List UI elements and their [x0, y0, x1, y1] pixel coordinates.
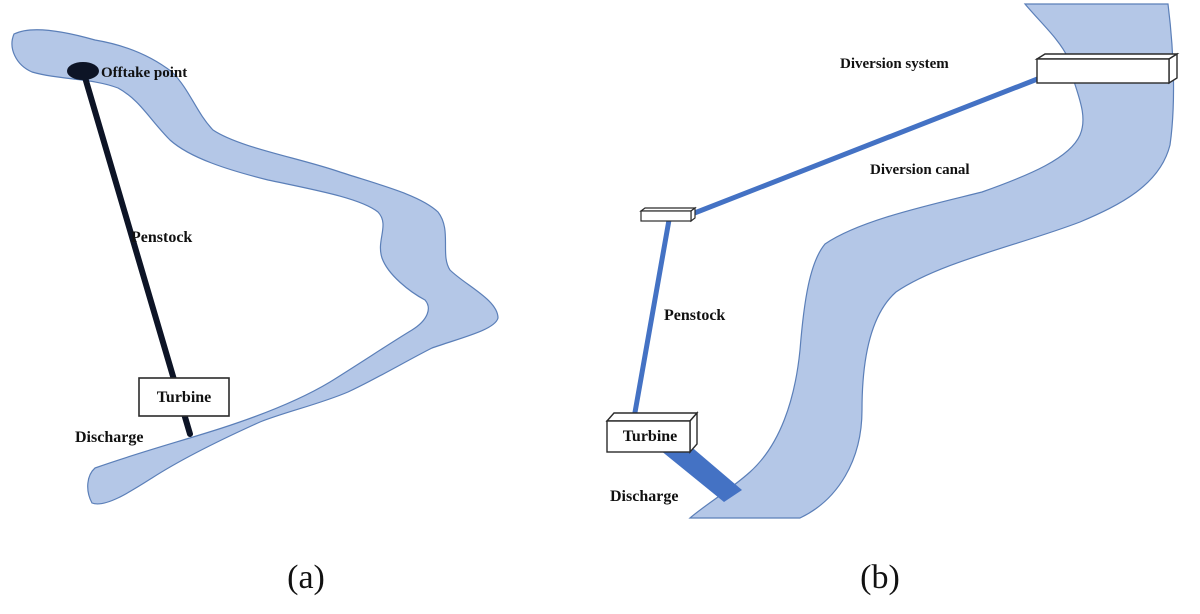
discharge-label-b: Discharge [610, 488, 678, 505]
panel-a: Offtake point Penstock Turbine Discharge… [11, 29, 499, 596]
discharge-channel [660, 444, 742, 502]
penstock-b [631, 217, 672, 421]
diversion-system-label: Diversion system [840, 56, 949, 72]
caption-a: (a) [287, 559, 325, 596]
turbine-box-b [605, 411, 699, 454]
panel-b: Diversion system Diversion canal Penstoc… [605, 3, 1180, 596]
turbine-label-a: Turbine [157, 389, 212, 406]
caption-b: (b) [860, 559, 900, 596]
diversion-system-box [1034, 52, 1180, 85]
forebay-box [639, 206, 697, 223]
penstock-label-a: Penstock [131, 229, 192, 246]
turbine-box-a [138, 377, 230, 417]
offtake-point-label: Offtake point [101, 65, 187, 81]
turbine-label-b: Turbine [623, 428, 678, 445]
diversion-canal [689, 75, 1043, 217]
discharge-label-a: Discharge [75, 429, 143, 446]
river-a [11, 29, 499, 505]
diversion-canal-label: Diversion canal [870, 162, 970, 178]
offtake-point-marker [67, 62, 99, 80]
penstock-label-b: Penstock [664, 307, 725, 324]
penstock-a [81, 71, 193, 437]
